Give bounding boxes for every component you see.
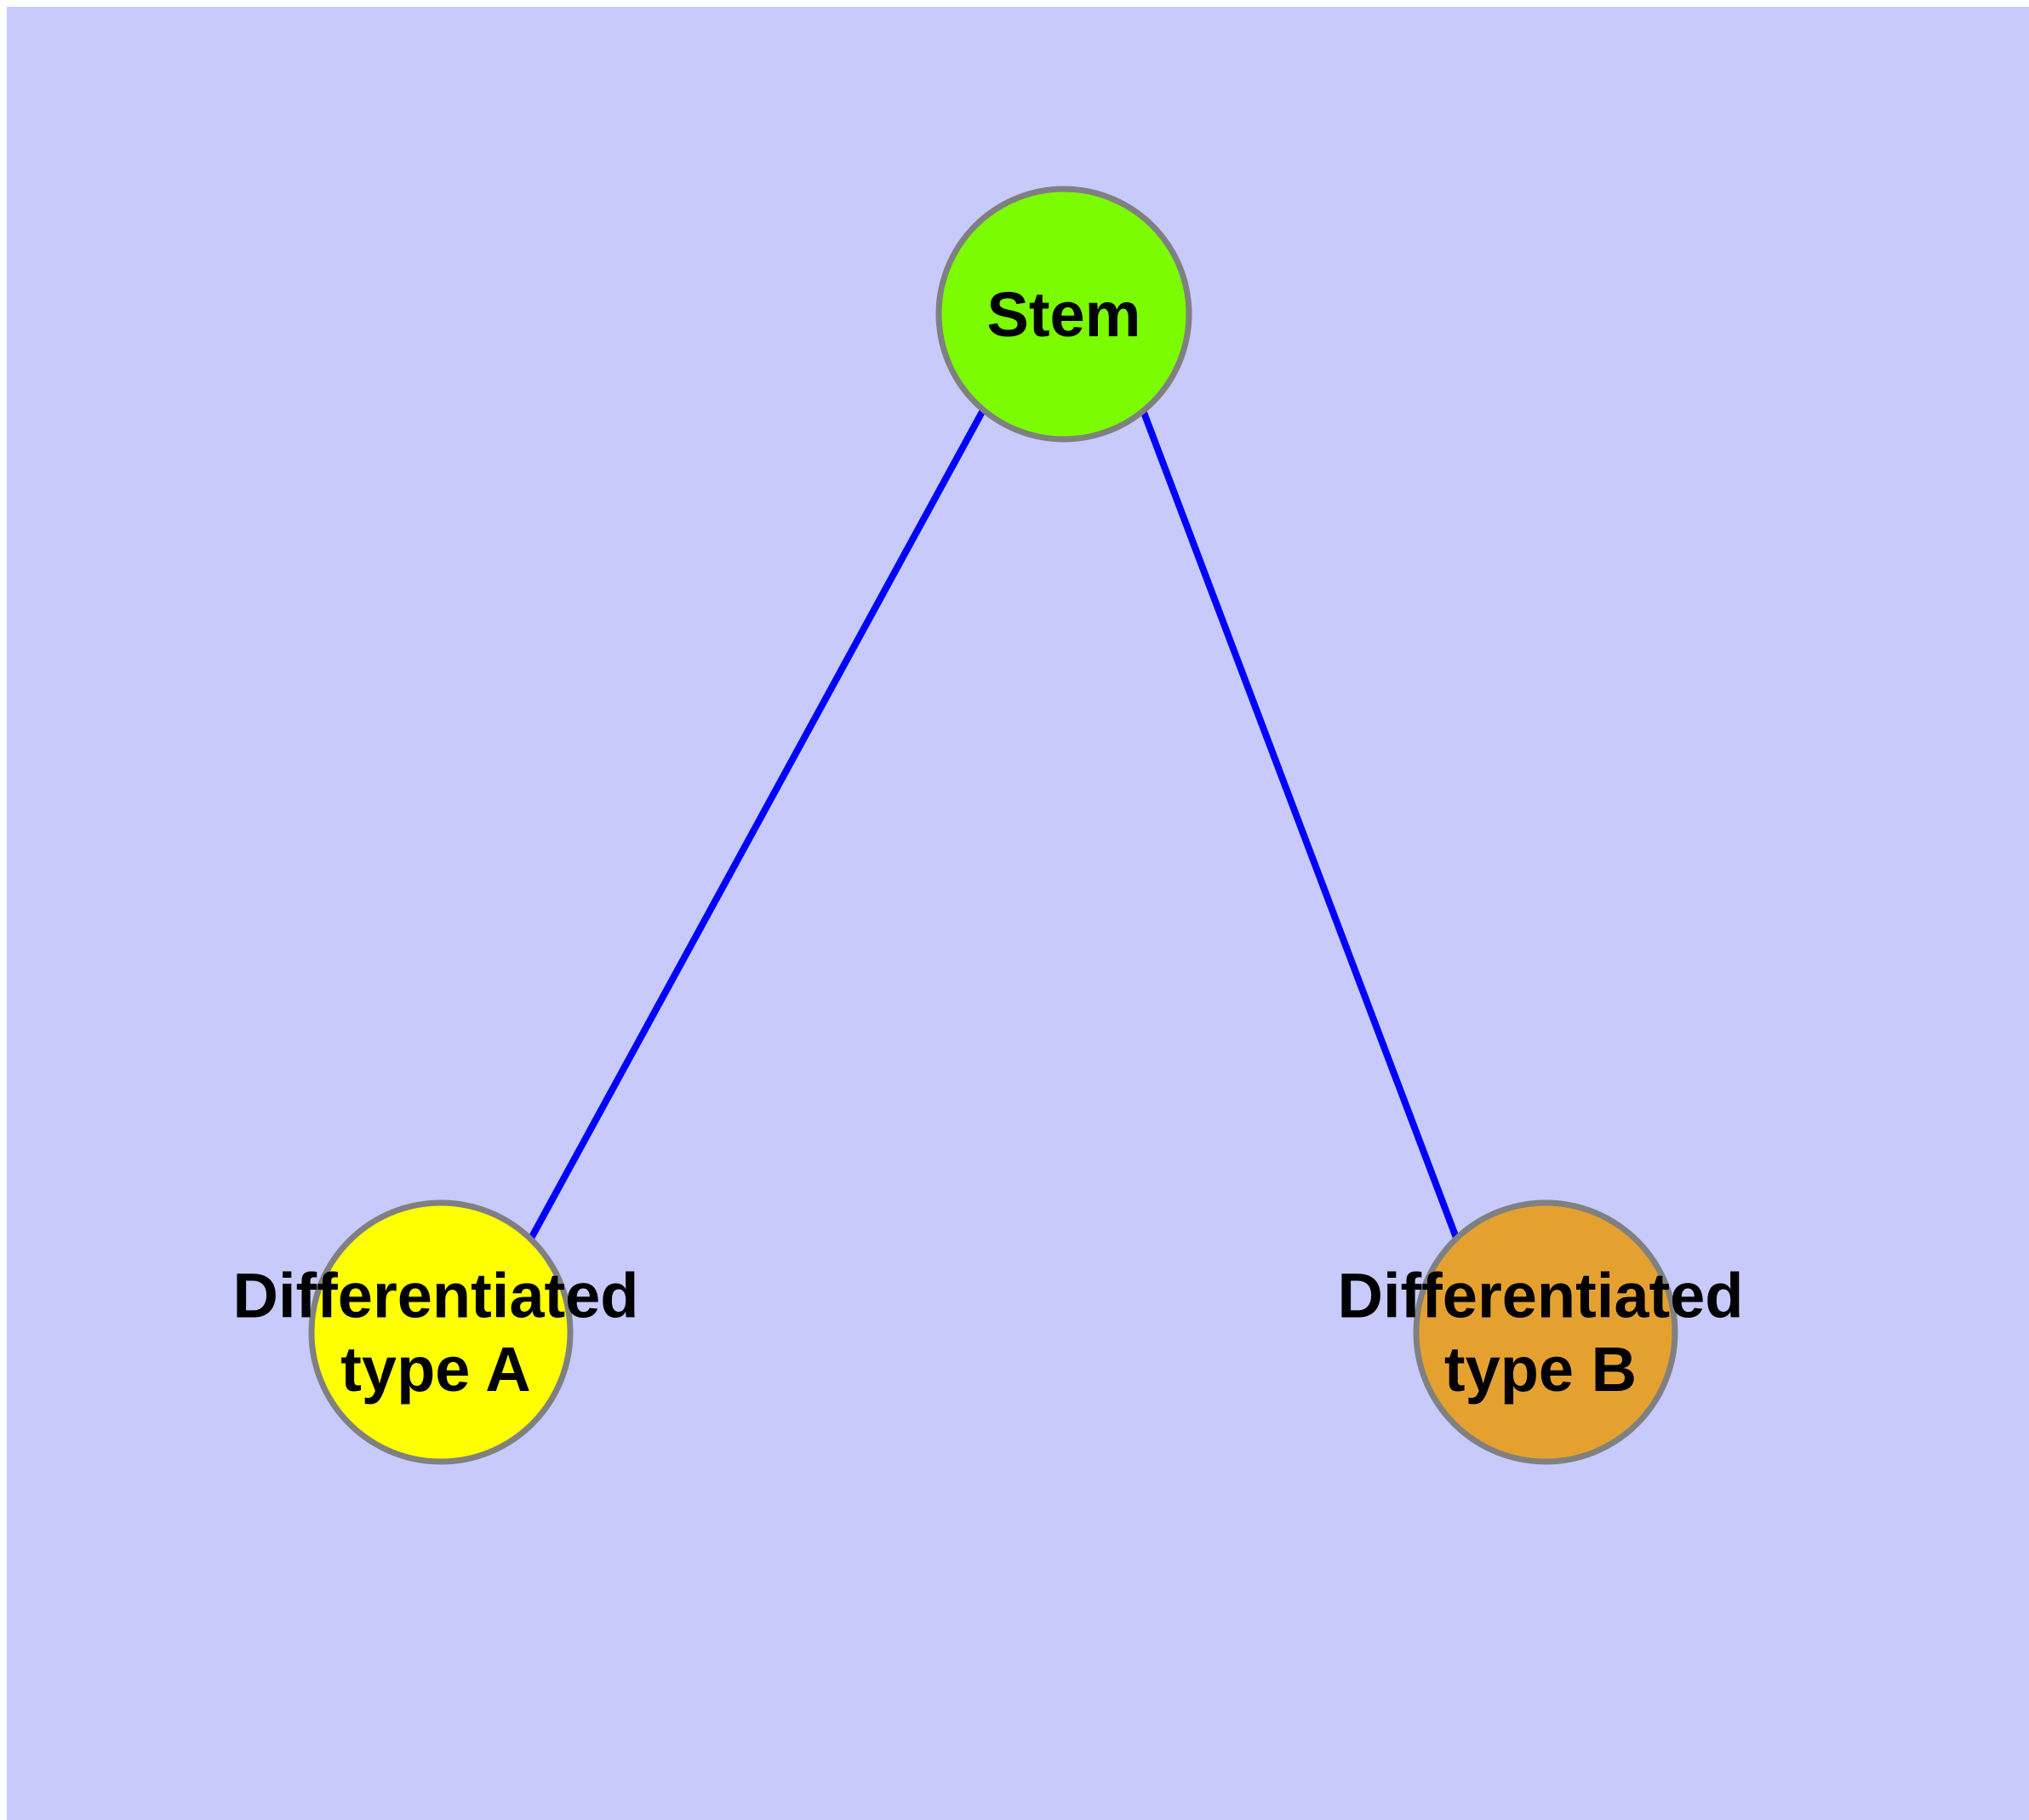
node-differentiated-type-b-circle[interactable] xyxy=(1413,1199,1678,1465)
node-stem-label: Stem xyxy=(987,279,1141,350)
edge-stem-to-differentiated-type-a[interactable] xyxy=(524,409,986,1246)
node-differentiated-type-a-circle[interactable] xyxy=(308,1199,574,1465)
node-stem[interactable]: Stem xyxy=(935,186,1192,443)
edge-stem-to-differentiated-type-b[interactable] xyxy=(1140,409,1462,1246)
node-stem-circle[interactable] xyxy=(935,186,1192,443)
edge-layer xyxy=(524,409,1462,1246)
